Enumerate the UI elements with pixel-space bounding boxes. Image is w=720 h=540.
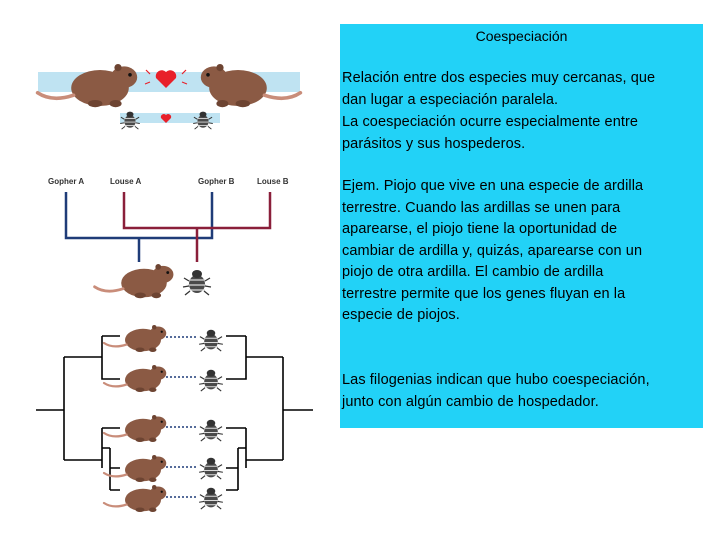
text-line: terrestre. Cuando las ardillas se unen p… <box>342 200 620 216</box>
paragraph-occurrence: La coespeciación ocurre especialmente en… <box>342 112 692 155</box>
text-line: aparearse, el piojo tiene la oportunidad… <box>342 221 617 237</box>
text-panel: Coespeciación Relación entre dos especie… <box>340 24 703 428</box>
text-line: Las filogenias indican que hubo coespeci… <box>342 372 650 388</box>
text-line: piojo de otra ardilla. El cambio de ardi… <box>342 264 603 280</box>
text-line: parásitos y sus hospederos. <box>342 136 525 152</box>
paragraph-conclusion: Las filogenias indican que hubo coespeci… <box>342 370 692 413</box>
text-line: cambiar de ardilla y, quizás, aparearse … <box>342 243 642 259</box>
text-line: Ejem. Piojo que vive en una especie de a… <box>342 178 643 194</box>
text-line: especie de piojos. <box>342 307 460 323</box>
ancestral-gopher <box>95 264 174 298</box>
parasite-phylogeny <box>226 336 313 490</box>
paragraph-example: Ejem. Piojo que vive en una especie de a… <box>342 176 692 327</box>
host-phylogeny <box>36 336 120 490</box>
label-louse-b: Louse B <box>257 177 289 186</box>
paired-host-parasite-rows <box>104 325 223 512</box>
label-gopher-b: Gopher B <box>198 177 235 186</box>
ancestral-louse-icon <box>183 270 211 295</box>
text-line: dan lugar a especiación paralela. <box>342 92 558 108</box>
text-line: La coespeciación ocurre especialmente en… <box>342 114 638 130</box>
panel-title: Coespeciación <box>340 28 703 44</box>
text-line: Relación entre dos especies muy cercanas… <box>342 70 655 86</box>
paragraph-definition: Relación entre dos especies muy cercanas… <box>342 68 692 111</box>
coespeciation-illustration: Gopher A Louse A Gopher B Louse B <box>0 0 340 540</box>
label-gopher-a: Gopher A <box>48 177 84 186</box>
text-line: terrestre permite que los genes fluyan e… <box>342 286 625 302</box>
louse-lineage <box>124 192 270 262</box>
label-louse-a: Louse A <box>110 177 141 186</box>
text-line: junto con algún cambio de hospedador. <box>342 394 599 410</box>
